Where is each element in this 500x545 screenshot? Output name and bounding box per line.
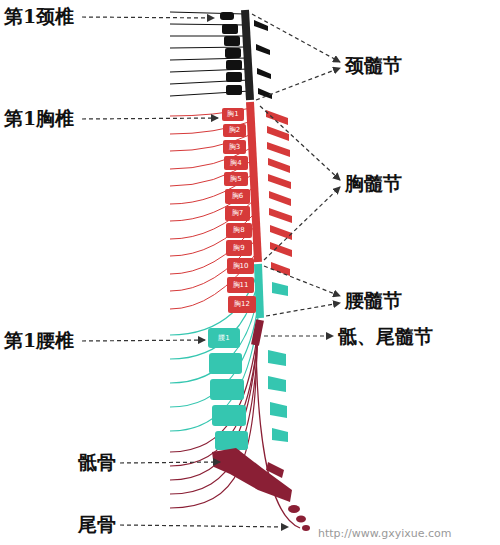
vertebra-number: 胸3: [229, 143, 240, 151]
segment-label: 腰髓节: [345, 290, 402, 312]
vertebra-number: 胸7: [232, 209, 243, 217]
vertebra-label: 第1颈椎: [4, 6, 74, 28]
segment-label: 胸髓节: [345, 173, 402, 195]
vertebra-number: 胸11: [233, 281, 249, 289]
vertebra-number: 胸1: [227, 110, 238, 118]
vertebra-number: 胸12: [234, 300, 250, 308]
vertebra-label: 第1胸椎: [4, 108, 74, 130]
vertebra-number: 胸4: [230, 159, 241, 167]
vertebra-number: 胸6: [232, 192, 243, 200]
segment-label: 颈髓节: [345, 55, 402, 77]
vertebra-number: 胸10: [233, 262, 249, 270]
segment-label: 骶、尾髓节: [338, 326, 433, 348]
vertebra-number: 胸5: [230, 175, 241, 183]
vertebra-number: 胸2: [229, 126, 240, 134]
bone-label: 尾骨: [78, 514, 116, 536]
bone-label: 骶骨: [78, 452, 116, 474]
vertebra-number: 胸9: [233, 244, 244, 252]
vertebra-label: 第1腰椎: [4, 330, 74, 352]
watermark: http://www.gxyixue.com: [318, 528, 451, 541]
vertebra-number: 胸8: [233, 226, 244, 234]
vertebra-number: 腰1: [218, 334, 229, 342]
